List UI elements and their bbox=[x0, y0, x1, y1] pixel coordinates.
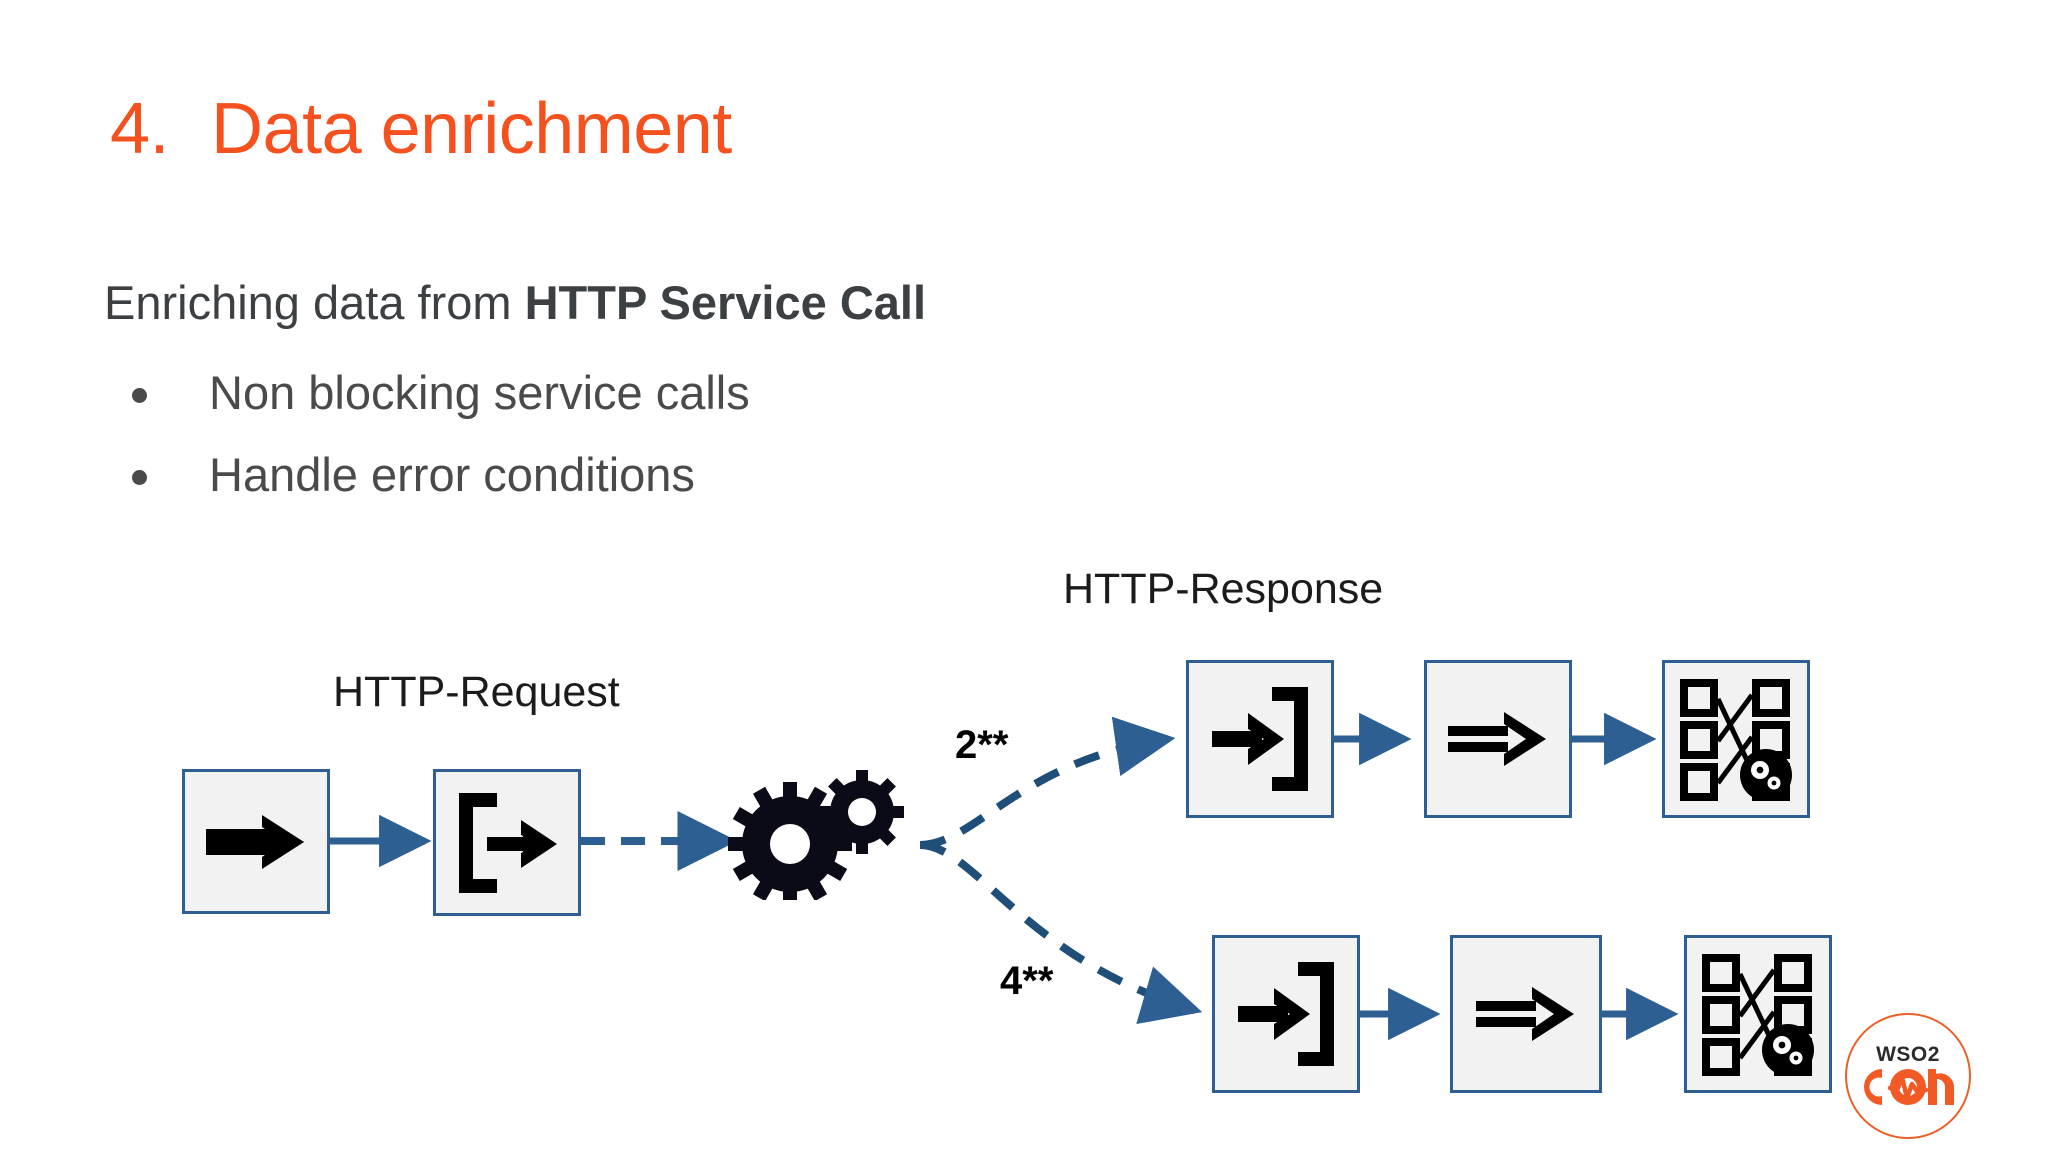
gears-icon bbox=[728, 770, 904, 906]
lead-prefix: Enriching data from bbox=[104, 276, 525, 329]
node-inbound-endpoint[interactable] bbox=[182, 769, 330, 914]
connector-n3-n7-error bbox=[919, 841, 1203, 1025]
data-mapper-icon bbox=[1702, 954, 1814, 1076]
label-http-request: HTTP-Request bbox=[333, 668, 620, 716]
title-number: 4. bbox=[110, 89, 170, 169]
node-error-send[interactable] bbox=[1450, 935, 1602, 1093]
node-service-call-gears[interactable] bbox=[722, 760, 922, 906]
logo-top-text: WSO2 bbox=[1876, 1043, 1940, 1066]
arrow-bracket-close-icon bbox=[1238, 962, 1334, 1066]
lead-bold-term: HTTP Service Call bbox=[524, 276, 927, 329]
node-success-datamapper[interactable] bbox=[1662, 660, 1810, 818]
page-title: 4. Data enrichment bbox=[110, 88, 732, 170]
list-item: Handle error conditions bbox=[104, 434, 750, 516]
node-request-start[interactable] bbox=[433, 769, 581, 916]
label-status-4xx: 4** bbox=[1000, 959, 1054, 1003]
node-success-response[interactable] bbox=[1186, 660, 1334, 818]
bullet-dot-icon bbox=[132, 388, 147, 403]
bullet-dot-icon bbox=[132, 470, 147, 485]
node-success-send[interactable] bbox=[1424, 660, 1572, 818]
arrow-bracket-close-icon bbox=[1212, 687, 1308, 791]
label-status-2xx: 2** bbox=[955, 723, 1009, 767]
node-error-datamapper[interactable] bbox=[1684, 935, 1832, 1093]
logo-bottom-mark bbox=[1860, 1066, 1956, 1108]
bracket-open-arrow-icon bbox=[459, 792, 557, 893]
con-wordmark-icon bbox=[1864, 1069, 1954, 1105]
node-error-response[interactable] bbox=[1212, 935, 1360, 1093]
double-arrow-icon bbox=[206, 814, 304, 869]
label-http-response: HTTP-Response bbox=[1063, 565, 1384, 613]
list-item-label: Non blocking service calls bbox=[209, 366, 750, 419]
double-arrow-icon bbox=[1448, 712, 1546, 766]
data-mapper-icon bbox=[1680, 679, 1792, 801]
list-item: Non blocking service calls bbox=[104, 352, 750, 434]
connector-n3-n4-success bbox=[919, 716, 1176, 849]
list-item-label: Handle error conditions bbox=[209, 448, 695, 501]
lead-paragraph: Enriching data from HTTP Service Call bbox=[104, 275, 926, 330]
wso2-con-logo: WSO2 bbox=[1845, 1013, 1971, 1139]
bullet-list: Non blocking service calls Handle error … bbox=[104, 352, 750, 516]
double-arrow-icon bbox=[1476, 987, 1574, 1041]
title-text: Data enrichment bbox=[211, 89, 732, 169]
